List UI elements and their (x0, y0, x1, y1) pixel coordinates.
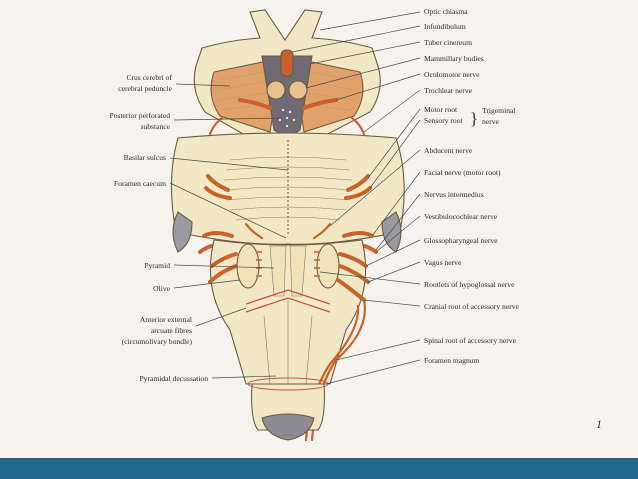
trochlear-nerve-left (208, 116, 224, 136)
mammillary-body-left (266, 80, 286, 100)
bottom-bar (0, 458, 638, 479)
label-arcuate-3: (circumolivary bundle) (122, 337, 193, 346)
vagus-nerve (338, 264, 370, 284)
labels-right: Optic chiasma Infundibulum Tuber cinereu… (424, 7, 520, 365)
oculomotor-nerve-left (238, 98, 272, 110)
label-crus-cerebri-1: Crus cerebri of (126, 73, 172, 82)
label-trigeminal: Trigeminal (482, 106, 515, 115)
label-pyramid: Pyramid (144, 261, 170, 270)
crus-cerebri-right (291, 57, 364, 133)
trigeminal-motor-root-left (206, 174, 230, 192)
leader-lines-left (169, 83, 289, 379)
label-glossopharyngeal-nerve: Glossopharyngeal nerve (424, 236, 498, 245)
pyramidal-decussation (245, 289, 331, 313)
olive-left (236, 243, 260, 289)
facial-nerve-right (342, 231, 374, 238)
cut-peduncle-right (381, 211, 402, 253)
olive-right (316, 243, 340, 289)
label-posterior-perforated-1: Posterior perforated (109, 111, 170, 120)
glossopharyngeal-nerve-left (210, 252, 238, 268)
spinal-cord-gray (261, 413, 315, 441)
label-motor-root: Motor root (424, 105, 458, 114)
label-posterior-perforated-2: substance (140, 122, 170, 131)
label-arcuate-2: arcuate fibres (151, 326, 192, 335)
median-fissure (263, 300, 313, 385)
label-vagus-nerve: Vagus nerve (424, 258, 462, 267)
label-pyramidal-decussation: Pyramidal decussation (139, 374, 208, 383)
label-foramen-magnum: Foramen magnum (424, 356, 480, 365)
trigeminal-brace: } (470, 109, 478, 128)
oculomotor-nerve-right (302, 98, 338, 110)
abducent-nerve-right (312, 222, 332, 240)
label-abducent-nerve: Abducent nerve (424, 146, 473, 155)
label-sensory-root: Sensory root (424, 116, 463, 125)
trochlear-nerve-right (350, 116, 366, 136)
label-facial-nerve: Facial nerve (motor root) (424, 168, 501, 177)
label-oculomotor-nerve: Oculomotor nerve (424, 70, 480, 79)
label-trochlear-nerve: Trochlear nerve (424, 86, 473, 95)
label-tuber-cinereum: Tuber cinereum (424, 38, 472, 47)
hypoglossal-rootlets (256, 251, 320, 277)
label-spinal-accessory-root: Spinal root of accessory nerve (424, 336, 517, 345)
abducent-nerve-left (244, 222, 264, 240)
brainstem-diagram: Optic chiasma Infundibulum Tuber cinereu… (109, 7, 602, 442)
cranial-accessory-root (336, 278, 366, 302)
crus-cerebri-left (210, 57, 283, 133)
pyramid-right (289, 245, 307, 297)
label-crus-cerebri-2: cerebral peduncle (118, 84, 172, 93)
pyramid-left (269, 245, 287, 297)
mammillary-body-right (288, 80, 308, 100)
label-infundibulum: Infundibulum (424, 22, 466, 31)
foramen-magnum-ring (247, 377, 329, 391)
trigeminal-motor-root-right (346, 174, 370, 192)
posterior-perforated-dots (278, 108, 296, 128)
glossopharyngeal-nerve (338, 252, 368, 268)
label-mammillary-bodies: Mammillary bodies (424, 54, 484, 63)
label-cranial-accessory-root: Cranial root of accessory nerve (424, 302, 520, 311)
label-trigeminal-nerve: nerve (482, 117, 499, 126)
label-vestibulocochlear-nerve: Vestibulocochlear nerve (424, 212, 498, 221)
facial-nerve-left (202, 231, 234, 238)
trigeminal-sensory-root-right (344, 186, 372, 200)
label-foramen-caecum: Foramen caecum (114, 179, 166, 188)
trigeminal-sensory-root-left (204, 186, 232, 200)
cut-peduncle-left (172, 211, 193, 253)
label-basilar-sulcus: Basilar sulcus (124, 153, 166, 162)
leader-lines-right (291, 11, 421, 385)
label-optic-chiasma: Optic chiasma (424, 7, 468, 16)
label-arcuate-1: Anterior external (140, 315, 192, 324)
label-nervus-intermedius: Nervus intermedius (424, 190, 484, 199)
page-number: 1 (596, 417, 602, 431)
labels-left: Crus cerebri of cerebral peduncle Poster… (109, 73, 208, 383)
label-hypoglossal-rootlets: Rootlets of hypoglossal nerve (424, 280, 515, 289)
infundibulum (280, 49, 294, 77)
label-olive: Olive (153, 284, 171, 293)
